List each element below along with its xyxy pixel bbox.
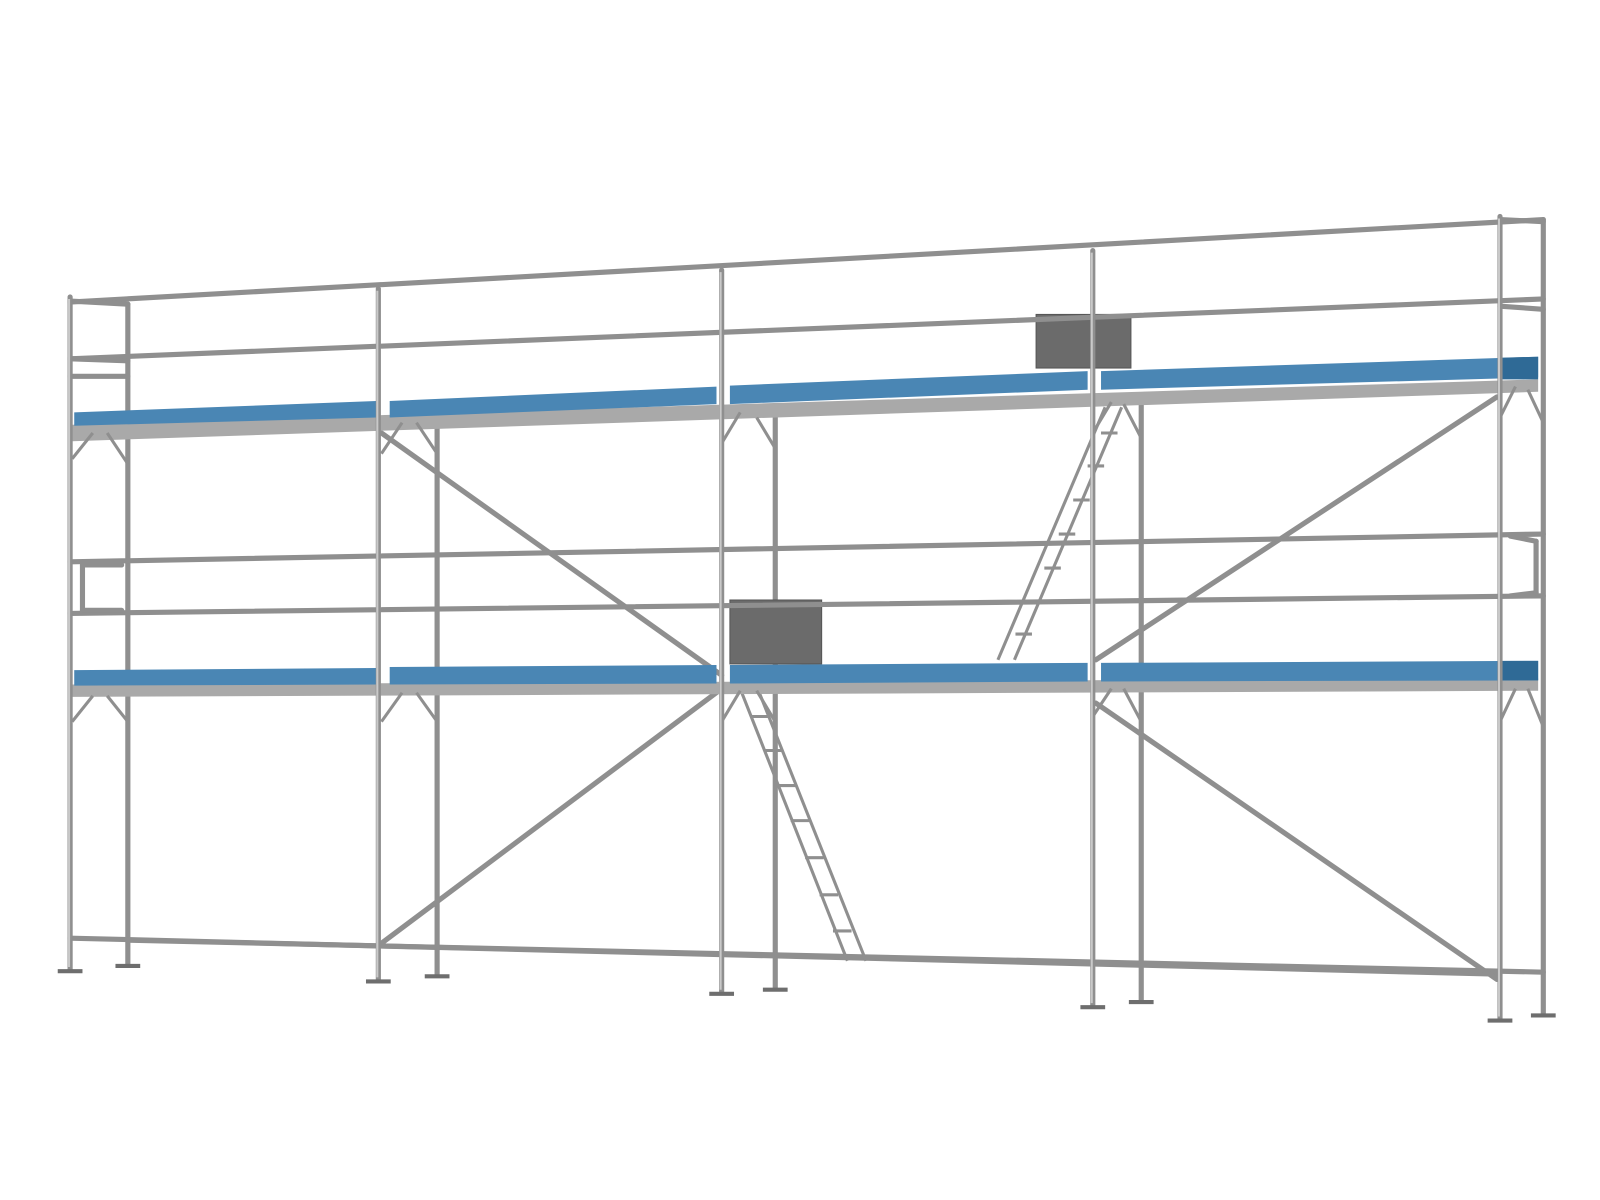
bottom-ledgers: [67, 935, 1546, 977]
ladder-upper: [996, 406, 1124, 661]
deck-lower: [72, 660, 1539, 697]
post-highlights: [68, 218, 1500, 1017]
guard-rails: [67, 217, 1546, 616]
deck-upper: [72, 356, 1539, 442]
gray-panel-lower: [729, 599, 823, 665]
back-posts: [125, 217, 1546, 1016]
end-rails: [67, 217, 1546, 613]
gray-panel-upper: [1035, 313, 1132, 369]
ladder-lower: [738, 688, 868, 962]
base-plates: [57, 963, 1556, 1023]
